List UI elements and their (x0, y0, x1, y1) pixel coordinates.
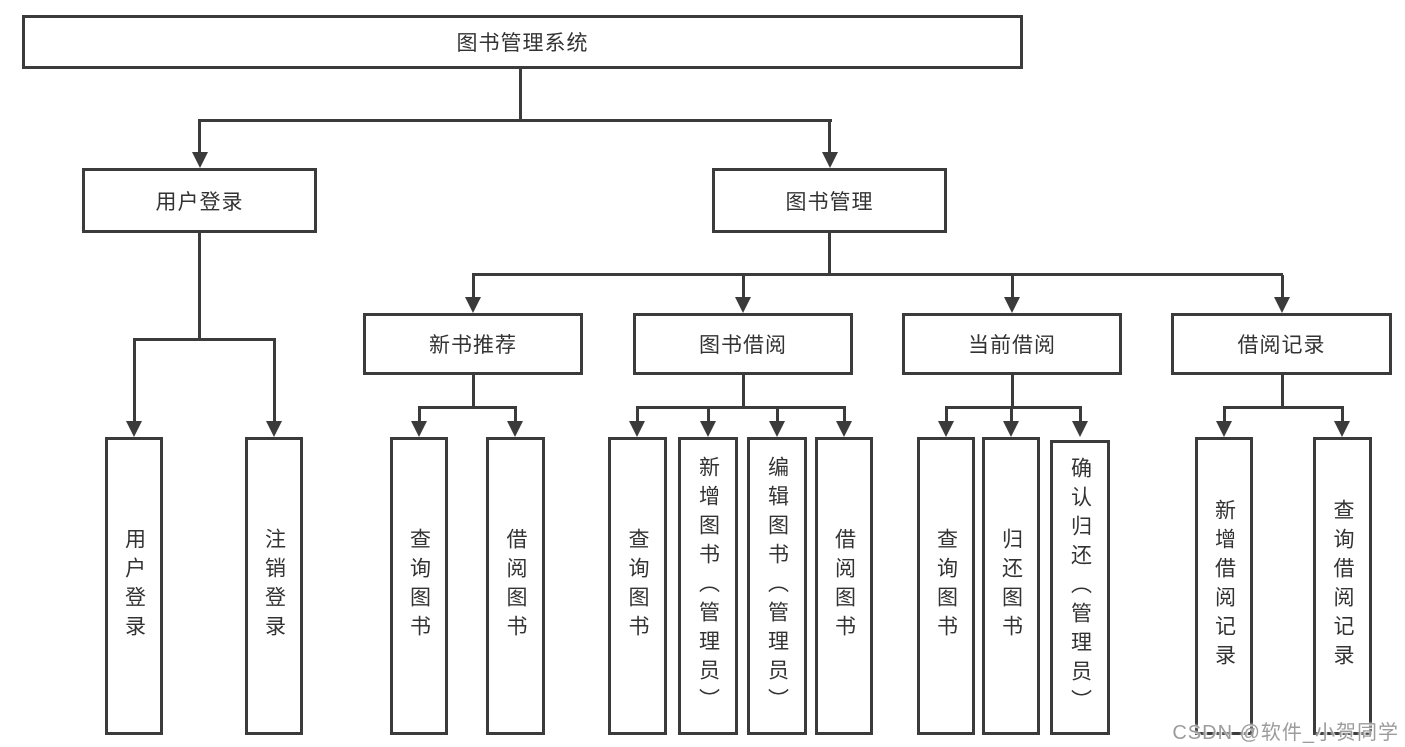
leaf-query-books-2: 查询图书 (608, 437, 667, 735)
leaf-user-login: 用户登录 (105, 437, 163, 735)
connector-line (518, 69, 522, 121)
leaf-query-books-2-label: 查询图书 (626, 528, 649, 644)
arrow-down-icon (465, 275, 481, 313)
connector-line (417, 406, 517, 409)
node-new-book-recommend-label: 新书推荐 (429, 334, 517, 357)
node-borrowing-records-label: 借阅记录 (1237, 334, 1326, 357)
connector-line (472, 273, 1283, 276)
leaf-edit-book-admin-label: 编辑图书（管理员） (765, 455, 789, 717)
connector-line (828, 233, 831, 276)
leaf-borrow-books-2-label: 借阅图书 (832, 528, 856, 644)
csdn-watermark: CSDN @软件_小贺同学 (1172, 722, 1399, 744)
connector-line (198, 233, 201, 341)
node-new-book-recommend: 新书推荐 (363, 313, 583, 375)
leaf-query-books-3-label: 查询图书 (934, 528, 958, 644)
leaf-return-books: 归还图书 (982, 437, 1040, 735)
arrow-down-icon (1003, 408, 1019, 437)
node-user-login: 用户登录 (82, 168, 317, 233)
leaf-query-borrow-record: 查询借阅记录 (1313, 437, 1372, 735)
leaf-logout-label: 注销登录 (262, 528, 286, 644)
arrow-down-icon (821, 121, 838, 168)
leaf-query-borrow-record-label: 查询借阅记录 (1331, 499, 1354, 673)
connector-line (471, 375, 475, 409)
leaf-confirm-return-admin-label: 确认归还（管理员） (1068, 457, 1092, 718)
arrow-down-icon (1334, 408, 1350, 437)
arrow-down-icon (411, 408, 427, 437)
connector-line (198, 119, 832, 122)
connector-line (1280, 375, 1284, 409)
connector-line (741, 375, 745, 409)
leaf-query-books-1: 查询图书 (390, 437, 448, 735)
arrow-down-icon (1274, 275, 1290, 313)
arrow-down-icon (126, 340, 142, 437)
leaf-borrow-books-1: 借阅图书 (486, 437, 545, 735)
leaf-borrow-books-2: 借阅图书 (815, 437, 873, 735)
connector-line (133, 338, 276, 341)
leaf-borrow-books-1-label: 借阅图书 (504, 528, 527, 644)
connector-line (944, 406, 1082, 409)
connector-line (1010, 375, 1014, 409)
connector-line (636, 406, 846, 409)
arrow-down-icon (1072, 408, 1088, 437)
arrow-down-icon (836, 408, 852, 437)
leaf-query-books-1-label: 查询图书 (407, 528, 431, 644)
node-library-system-label: 图书管理系统 (456, 32, 589, 55)
arrow-down-icon (735, 275, 751, 313)
leaf-return-books-label: 归还图书 (999, 528, 1023, 644)
node-current-borrowing-label: 当前借阅 (968, 334, 1056, 357)
arrow-down-icon (938, 408, 954, 437)
arrow-down-icon (507, 408, 523, 437)
arrow-down-icon (266, 340, 282, 437)
node-book-management-label: 图书管理 (785, 190, 874, 214)
leaf-add-book-admin: 新增图书（管理员） (678, 437, 738, 735)
connector-line (1222, 406, 1344, 409)
node-borrowing-records: 借阅记录 (1171, 313, 1392, 375)
leaf-query-books-3: 查询图书 (917, 437, 975, 735)
arrow-down-icon (1004, 275, 1020, 313)
leaf-add-book-admin-label: 新增图书（管理员） (696, 455, 720, 717)
node-book-borrowing-label: 图书借阅 (699, 334, 787, 357)
leaf-add-borrow-record: 新增借阅记录 (1195, 437, 1253, 735)
node-book-management: 图书管理 (712, 168, 947, 233)
leaf-confirm-return-admin: 确认归还（管理员） (1050, 440, 1110, 735)
node-user-login-label: 用户登录 (155, 190, 244, 214)
arrow-down-icon (700, 408, 716, 437)
node-book-borrowing: 图书借阅 (633, 313, 853, 375)
leaf-edit-book-admin: 编辑图书（管理员） (747, 437, 807, 735)
leaf-add-borrow-record-label: 新增借阅记录 (1212, 499, 1236, 673)
leaf-user-login-label: 用户登录 (122, 528, 146, 644)
node-library-system: 图书管理系统 (22, 15, 1023, 69)
leaf-logout: 注销登录 (245, 437, 303, 735)
arrow-down-icon (629, 408, 645, 437)
arrow-down-icon (191, 121, 208, 168)
arrow-down-icon (1216, 408, 1232, 437)
node-current-borrowing: 当前借阅 (902, 313, 1122, 375)
arrow-down-icon (769, 408, 785, 437)
